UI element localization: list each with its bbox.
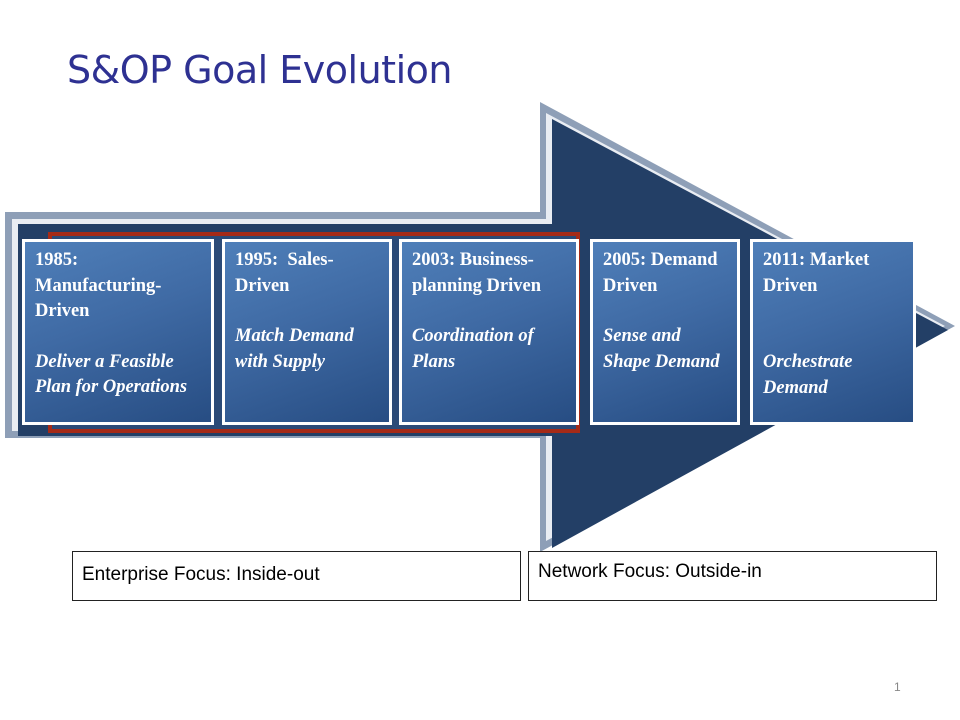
stage-year-label: 1995: Sales-Driven: [235, 250, 334, 296]
stage-goal-label: Sense and Shape Demand: [603, 326, 720, 372]
network-focus-box: Network Focus: Outside-in: [528, 551, 937, 601]
stage-2011: 2011: Market Driven Orchestrate Demand: [750, 239, 916, 425]
stage-year-label: 1985: Manufacturing-Driven: [35, 250, 162, 321]
slide-title: S&OP Goal Evolution: [67, 48, 452, 92]
page-number: 1: [894, 680, 901, 694]
stage-2003: 2003: Business-planning Driven Coordinat…: [399, 239, 579, 425]
enterprise-focus-box: Enterprise Focus: Inside-out: [72, 551, 521, 601]
stage-year-label: 2011: Market Driven: [763, 250, 874, 296]
stage-goal-label: Deliver a Feasible Plan for Operations: [35, 351, 188, 398]
enterprise-focus-label: Enterprise Focus: Inside-out: [82, 564, 320, 585]
network-focus-label: Network Focus: Outside-in: [538, 561, 762, 582]
stage-goal-label: Coordination of Plans: [412, 326, 534, 372]
stage-2005: 2005: Demand Driven Sense and Shape Dema…: [590, 239, 740, 425]
stage-1995: 1995: Sales-Driven Match Demand with Sup…: [222, 239, 392, 425]
stage-goal-label: Orchestrate Demand: [763, 352, 853, 398]
stage-year-label: 2005: Demand Driven: [603, 250, 723, 296]
stage-1985: 1985: Manufacturing-Driven Deliver a Fea…: [22, 239, 214, 425]
stage-year-label: 2003: Business-planning Driven: [412, 250, 542, 296]
stage-goal-label: Match Demand with Supply: [235, 326, 354, 372]
